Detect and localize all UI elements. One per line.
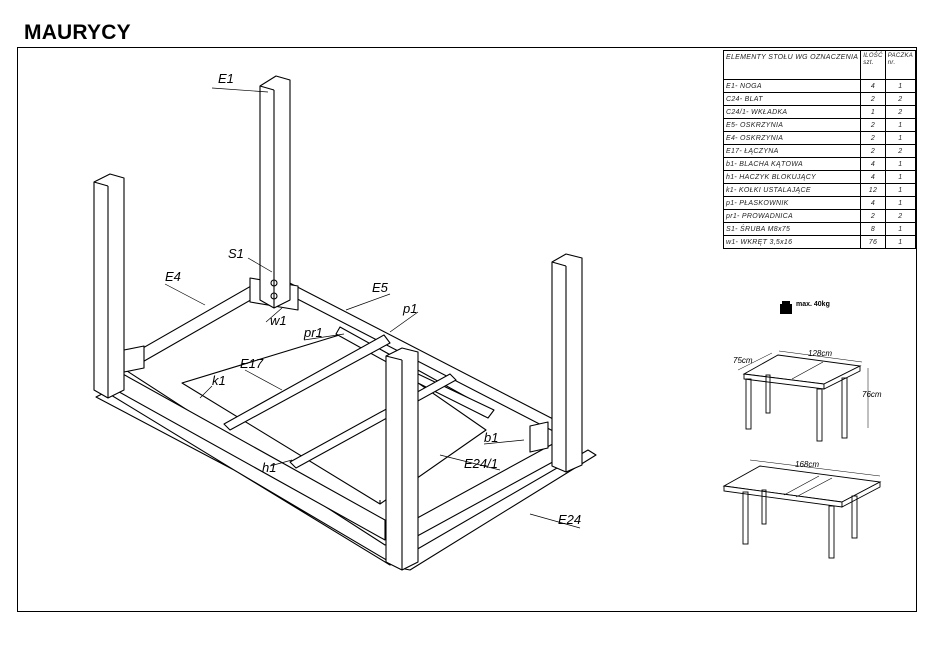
leg-e1-back xyxy=(259,75,291,309)
label-s1: S1 xyxy=(228,246,244,261)
part-qty: 1 xyxy=(860,105,886,119)
part-package: 2 xyxy=(884,144,916,158)
label-p1: p1 xyxy=(402,301,417,316)
part-name: C24/1- WKŁADKA xyxy=(722,105,862,119)
part-qty: 4 xyxy=(860,196,886,210)
part-package: 1 xyxy=(884,157,916,171)
label-e4: E4 xyxy=(165,269,181,284)
label-e24: E24 xyxy=(558,512,581,527)
corner-bracket-left xyxy=(123,345,145,373)
part-qty: 4 xyxy=(860,157,886,171)
label-k1: k1 xyxy=(212,373,226,388)
part-name: E5- OSKRZYNIA xyxy=(722,118,862,132)
part-name: p1- PŁASKOWNIK xyxy=(722,196,862,210)
crossbar-e17-a xyxy=(223,334,391,431)
part-name: b1- BLACHA KĄTOWA xyxy=(722,157,862,171)
part-package: 1 xyxy=(884,118,916,132)
label-b1: b1 xyxy=(484,430,498,445)
dim-closed-length: 128cm xyxy=(808,349,832,358)
part-package: 1 xyxy=(884,235,916,249)
label-e24-1: E24/1 xyxy=(464,456,498,471)
part-name: w1- WKRĘT 3,5x16 xyxy=(722,235,862,249)
leg-e1-right xyxy=(551,253,583,473)
part-qty: 76 xyxy=(860,235,886,249)
part-package: 2 xyxy=(884,209,916,223)
parts-table-header-qty: ILOŚĆ szt. xyxy=(860,50,886,80)
leader-lines xyxy=(164,87,581,529)
label-pr1: pr1 xyxy=(303,325,323,340)
part-package: 1 xyxy=(884,183,916,197)
parts-table-header-package: PACZKA nr. xyxy=(884,50,916,80)
part-package: 2 xyxy=(884,105,916,119)
part-qty: 8 xyxy=(860,222,886,236)
label-e1: E1 xyxy=(218,71,234,86)
part-name: k1- KOŁKI USTALAJĄCE xyxy=(722,183,862,197)
label-w1: w1 xyxy=(270,313,287,328)
part-qty: 2 xyxy=(860,209,886,223)
part-package: 1 xyxy=(884,222,916,236)
table-closed-thumbnail xyxy=(737,350,869,442)
part-name: S1- ŚRUBA M8x75 xyxy=(722,222,862,236)
tabletop-e24 xyxy=(95,391,597,571)
part-package: 1 xyxy=(884,131,916,145)
part-name: E4- OSKRZYNIA xyxy=(722,131,862,145)
drawing-frame xyxy=(17,47,917,612)
part-name: E17- ŁĄCZYNA xyxy=(722,144,862,158)
bolt-s1-a xyxy=(270,279,278,287)
part-qty: 12 xyxy=(860,183,886,197)
leg-e1-left xyxy=(93,173,125,399)
page-title: MAURYCY xyxy=(24,21,131,44)
label-h1: h1 xyxy=(262,460,276,475)
table-open-thumbnail xyxy=(722,459,882,559)
dim-height: 76cm xyxy=(862,390,882,399)
part-name: C24- BLAT xyxy=(722,92,862,106)
part-qty: 2 xyxy=(860,118,886,132)
part-package: 1 xyxy=(884,170,916,184)
part-package: 2 xyxy=(884,92,916,106)
part-name: h1- HACZYK BLOKUJĄCY xyxy=(722,170,862,184)
parts-table-header-elements: ELEMENTY STOŁU WG OZNACZENIA xyxy=(722,50,862,80)
part-name: pr1- PROWADNICA xyxy=(722,209,862,223)
parts-table: ELEMENTY STOŁU WG OZNACZENIA ILOŚĆ szt. … xyxy=(722,50,916,249)
part-qty: 4 xyxy=(860,170,886,184)
label-e5: E5 xyxy=(372,280,389,295)
part-package: 1 xyxy=(884,196,916,210)
corner-bracket-right xyxy=(529,421,549,453)
part-name: E1- NOGA xyxy=(722,79,862,93)
max-load-label: max. 40kg xyxy=(796,301,830,308)
dim-depth: 75cm xyxy=(733,356,753,365)
part-qty: 2 xyxy=(860,131,886,145)
weight-icon xyxy=(780,301,792,314)
leg-e1-front xyxy=(385,347,419,571)
label-e17: E17 xyxy=(240,356,264,371)
part-package: 1 xyxy=(884,79,916,93)
part-qty: 4 xyxy=(860,79,886,93)
extension-leaf-e24-1 xyxy=(181,332,487,505)
bolt-s1-b xyxy=(270,292,278,300)
part-qty: 2 xyxy=(860,92,886,106)
dim-open-length: 168cm xyxy=(795,460,819,469)
part-qty: 2 xyxy=(860,144,886,158)
